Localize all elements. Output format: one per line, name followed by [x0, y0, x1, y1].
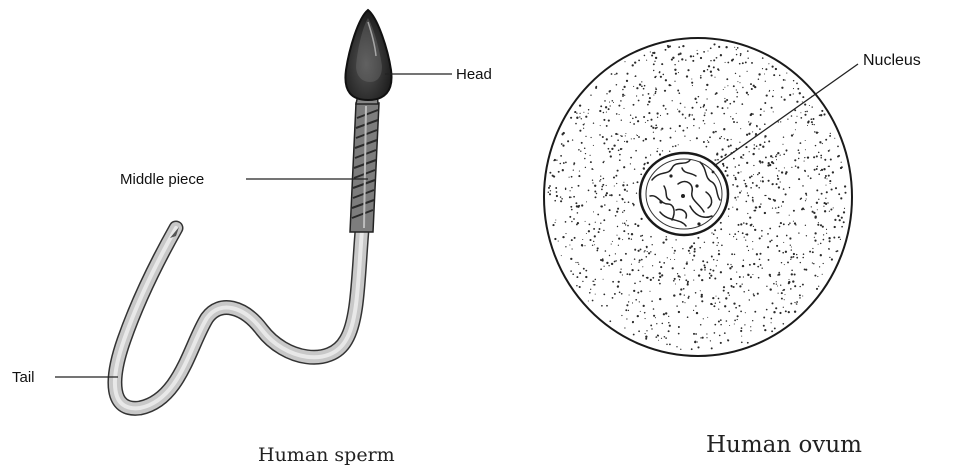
caption-human-sperm: Human sperm [258, 444, 395, 466]
sperm-middle-piece [350, 103, 379, 232]
label-tail: Tail [12, 369, 35, 386]
ovum-illustration [544, 38, 852, 356]
sperm-illustration [115, 10, 392, 408]
sperm-tail [115, 195, 365, 408]
sperm-head [345, 10, 391, 100]
caption-human-ovum: Human ovum [706, 432, 862, 458]
label-nucleus: Nucleus [863, 52, 921, 69]
label-middle-piece: Middle piece [120, 171, 204, 188]
label-head: Head [456, 66, 492, 83]
